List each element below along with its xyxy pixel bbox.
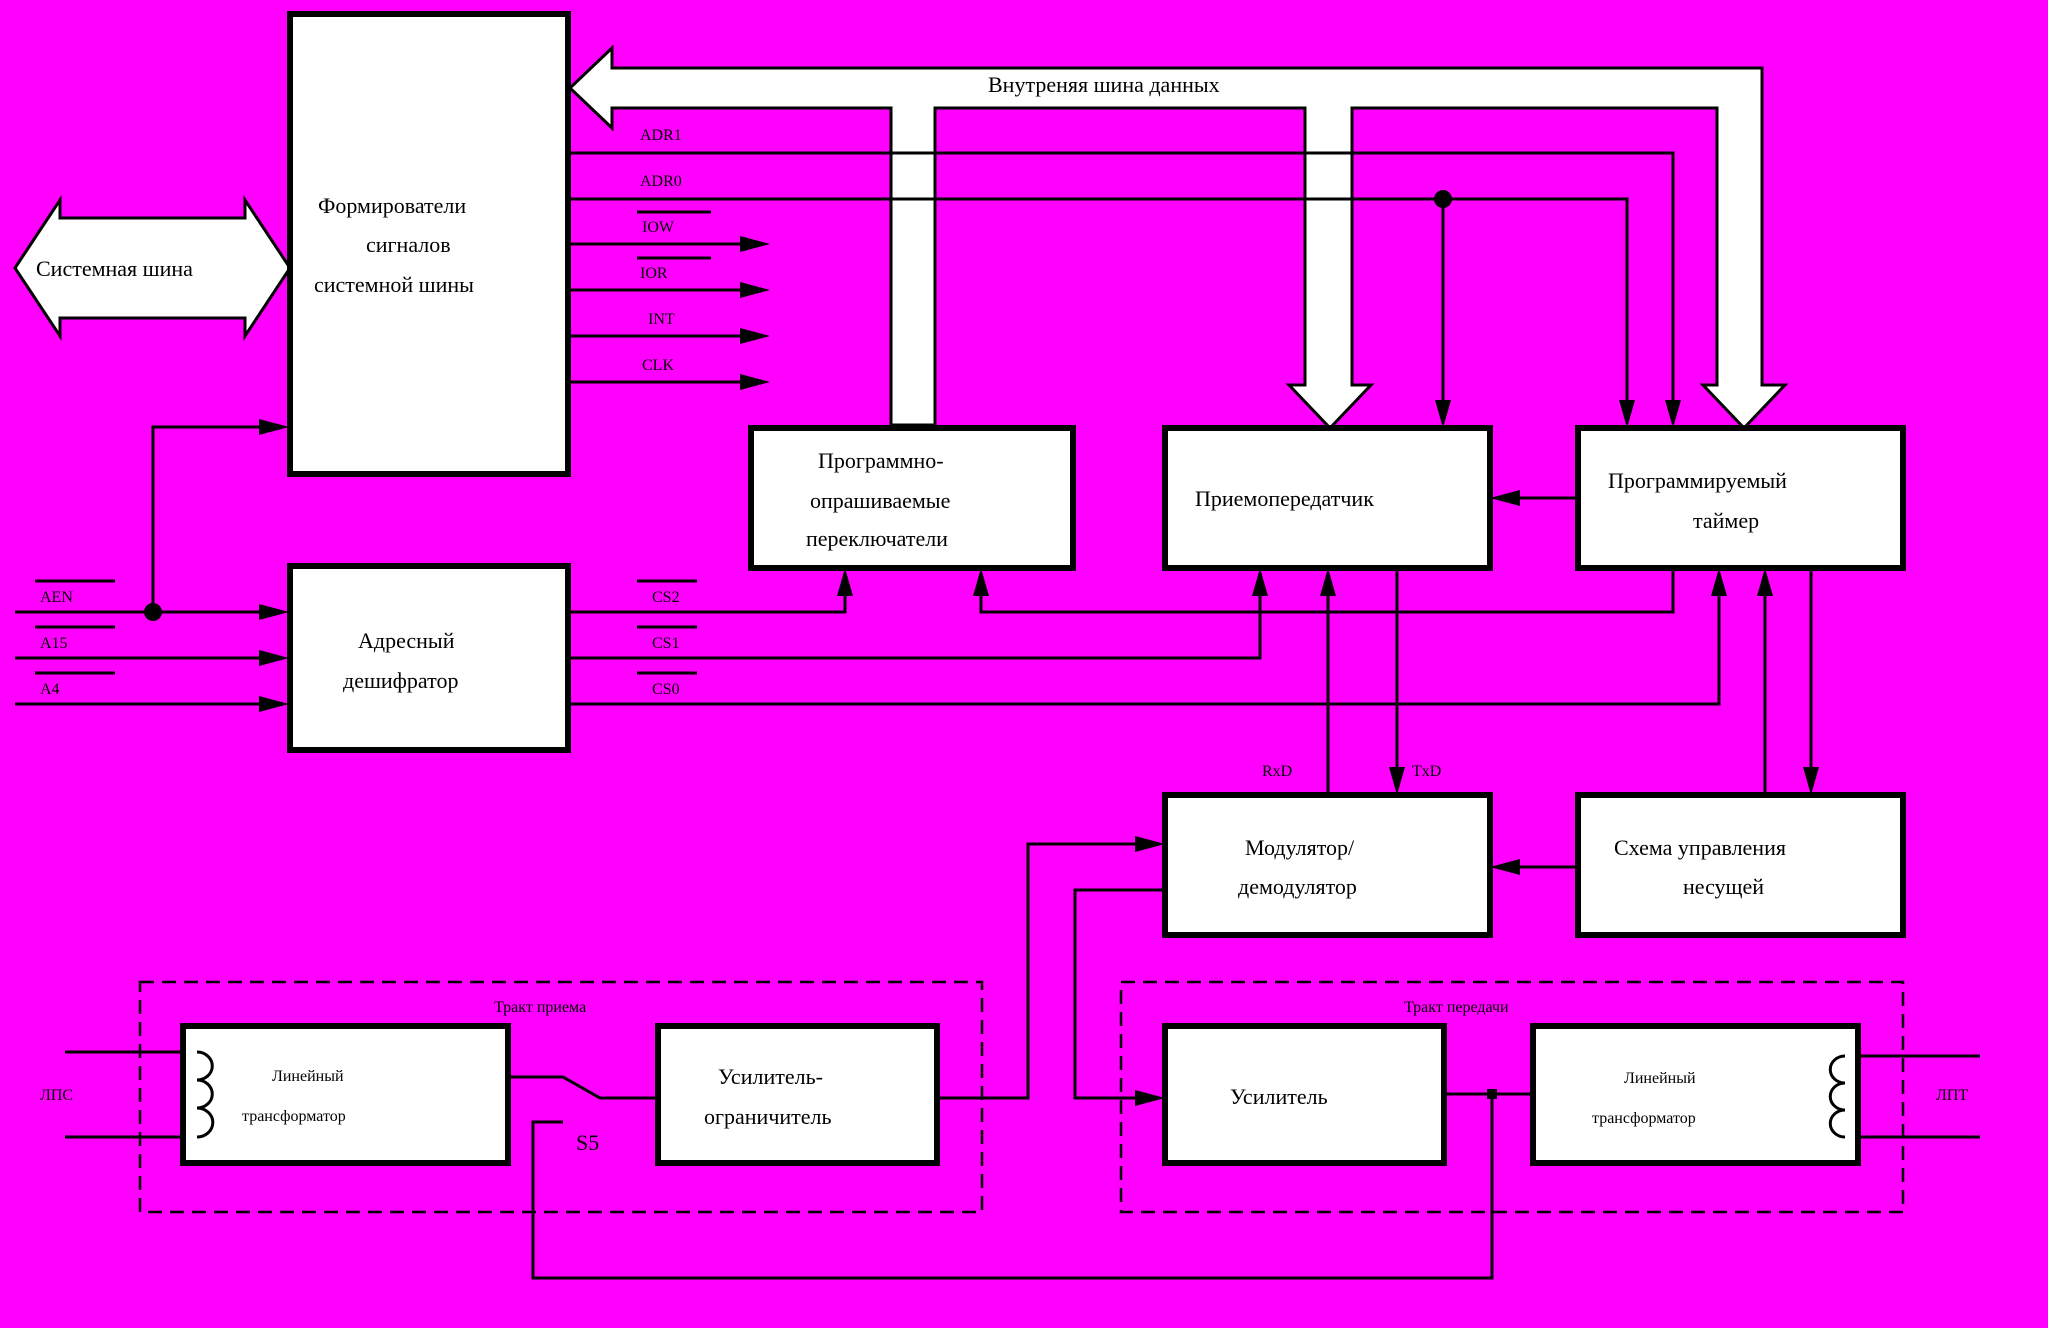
wires [15,151,1980,1280]
junction-dot [144,603,162,621]
rx-path-frame [138,980,984,1214]
switch-s5-label: S5 [576,1130,599,1155]
decoder-out-cs1: CS1 [652,635,680,652]
signal-label-ior: IOR [640,265,668,282]
formers-label-3: системной шины [314,272,474,297]
formers-label-2: сигналов [366,232,451,257]
amplifier-block [1162,1023,1447,1166]
signal-label-int: INT [648,311,675,328]
signal-label-adr0: ADR0 [640,173,682,190]
tx-transformer-block [1530,1023,1861,1166]
limiter-label-2: ограничитель [704,1104,832,1129]
amplifier-label: Усилитель [1230,1084,1328,1109]
signal-label-clk: CLK [642,357,674,374]
line-in-label: ЛПС [40,1087,73,1104]
carrier-label-1: Схема управления [1614,835,1786,860]
formers-label-1: Формирователи [318,193,466,218]
signal-formers-block [287,11,571,477]
modem-label-2: демодулятор [1238,874,1357,899]
timer-block [1575,425,1906,571]
modem-label-1: Модулятор/ [1245,835,1355,860]
switches-label-2: опрашиваемые [810,488,950,513]
polled-switches-block [748,425,1076,571]
rx-transformer-label-2: трансформатор [242,1108,346,1125]
timer-label-1: Программируемый [1608,468,1787,493]
junction-dot [1434,190,1452,208]
system-bus-label: Системная шина [36,256,193,281]
timer-label-2: таймер [1693,508,1759,533]
internal-data-bus [567,44,1789,431]
signal-label-iow: IOW [642,219,675,236]
rx-transformer-label-1: Линейный [272,1068,344,1085]
tx-path-label: Тракт передачи [1404,999,1509,1016]
rx-transformer-block [180,1023,511,1166]
modem-block [1162,792,1493,938]
decoder-label-2: дешифратор [343,668,458,693]
decoder-out-cs2: CS2 [652,589,680,606]
input-label-a4: A4 [40,681,60,698]
switches-label-1: Программно- [818,448,944,473]
input-label-a15: A15 [40,635,68,652]
coil-icon [1828,1054,1846,1139]
rx-path-label: Тракт приема [494,999,586,1016]
tx-transformer-label-1: Линейный [1624,1070,1696,1087]
signal-label-adr1: ADR1 [640,127,682,144]
coil-icon [196,1050,215,1139]
line-out-label: ЛПТ [1936,1087,1968,1104]
address-decoder-block [287,563,571,753]
limiter-label-1: Усилитель- [718,1064,823,1089]
internal-bus-label: Внутреняя шина данных [988,72,1220,97]
carrier-control-block [1575,792,1906,938]
switches-label-3: переключатели [806,526,948,551]
input-label-aen: AEN [40,589,73,606]
decoder-label-1: Адресный [358,628,455,653]
txd-label: TxD [1412,763,1441,780]
decoder-out-cs0: CS0 [652,681,680,698]
carrier-label-2: несущей [1683,874,1764,899]
transceiver-label: Приемопередатчик [1195,486,1374,511]
rxd-label: RxD [1262,763,1292,780]
tx-transformer-label-2: трансформатор [1592,1110,1696,1127]
arrowheads [259,236,1819,1106]
limiter-amplifier-block [655,1023,940,1166]
junction-dot [1487,1089,1497,1099]
transceiver-block [1162,425,1493,571]
